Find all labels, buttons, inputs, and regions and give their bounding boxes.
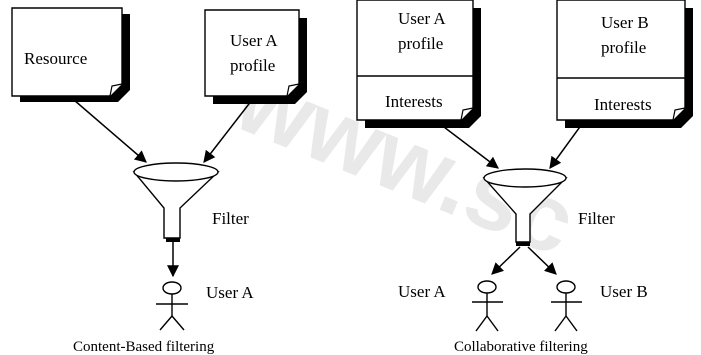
arrow-user-b-profile-to-filter xyxy=(549,123,583,169)
user-a-profile-document: User A profile xyxy=(204,9,307,104)
collab-user-a-interests: Interests xyxy=(385,92,443,111)
collab-user-b-interests: Interests xyxy=(594,95,652,114)
filter-label: Filter xyxy=(212,209,249,228)
user-a-stick-figure-icon xyxy=(156,281,188,331)
collab-user-b-profile-line2: profile xyxy=(601,38,646,57)
arrow-resource-to-filter xyxy=(73,99,147,163)
arrow-user-a-profile-to-filter xyxy=(439,123,499,169)
user-a-label: User A xyxy=(206,283,254,302)
filter-funnel-icon xyxy=(132,162,220,242)
arrow-filter-to-user-a xyxy=(491,246,521,275)
collab-user-b-profile-line1: User B xyxy=(601,13,649,32)
collaborative-section: User A profile Interests User B profile … xyxy=(356,0,693,355)
content-based-caption: Content-Based filtering xyxy=(73,339,215,355)
user-b-profile-interests-document: User B profile Interests xyxy=(556,0,693,128)
collab-user-b-stick-figure-icon xyxy=(551,280,582,332)
collaborative-caption: Collaborative filtering xyxy=(454,339,588,355)
collab-filter-label: Filter xyxy=(578,209,615,228)
user-a-profile-line1: User A xyxy=(230,31,278,50)
collab-user-a-stick-figure-icon xyxy=(472,280,503,332)
collab-user-b-label: User B xyxy=(600,282,648,301)
user-a-profile-line2: profile xyxy=(230,56,275,75)
arrow-filter-to-user-b xyxy=(527,246,557,275)
collab-user-a-profile-line1: User A xyxy=(398,9,446,28)
arrow-profile-to-filter xyxy=(203,99,253,163)
resource-label: Resource xyxy=(24,49,87,68)
content-based-section: Resource User A profile Filter xyxy=(11,7,307,355)
resource-document: Resource xyxy=(11,7,130,102)
collab-filter-funnel-icon xyxy=(482,168,568,246)
user-a-profile-interests-document: User A profile Interests xyxy=(356,0,481,128)
collab-user-a-profile-line2: profile xyxy=(398,34,443,53)
collab-user-a-label: User A xyxy=(398,282,446,301)
